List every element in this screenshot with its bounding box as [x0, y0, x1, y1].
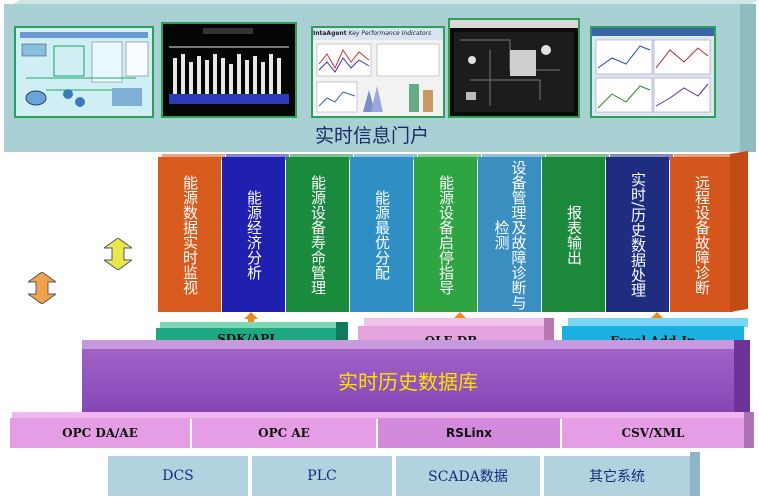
process-graphic: [450, 20, 578, 112]
screenshot-scada: [14, 26, 154, 118]
database-top-face: [82, 340, 744, 349]
csv-xml-block: CSV/XML: [562, 418, 744, 448]
ole-side-face: [544, 318, 554, 356]
database-side-face: [734, 340, 750, 414]
excel-top-face: [568, 318, 748, 327]
bars-graphic: [169, 28, 289, 104]
rslinx-block: RSLinx: [378, 418, 560, 448]
module-row-side: [730, 150, 748, 312]
screenshot-bars: [161, 22, 297, 118]
dcs-block: DCS: [108, 456, 248, 496]
kpi-brand: IntaAgent: [313, 30, 347, 37]
driver-top-face: [12, 412, 744, 419]
kpi-graphic: [316, 43, 440, 113]
double-arrow-icon: [28, 272, 56, 304]
module-block: 能源最优分配: [350, 157, 413, 312]
module-block: 实时/历史数据处理: [606, 157, 669, 312]
opc-ae-block: OPC AE: [192, 418, 376, 448]
opc-da-ae-block: OPC DA/AE: [10, 418, 190, 448]
up-arrow-icon: [244, 312, 258, 324]
other-systems-block: 其它系统: [544, 456, 690, 496]
portal-side-face: [740, 4, 756, 152]
screenshot-trends: [590, 26, 716, 118]
scada-graphic: [20, 32, 149, 107]
module-block: 远程设备故障诊断: [670, 157, 733, 312]
systems-side-face: [690, 452, 700, 496]
sdk-top-face: [160, 322, 340, 329]
module-block: 能源数据实时监视: [158, 157, 221, 312]
scada-block: SCADA数据: [396, 456, 540, 496]
module-block: 能源设备启停指导: [414, 157, 477, 312]
database-title: 实时历史数据库: [338, 369, 478, 394]
portal-title: 实时信息门户: [314, 124, 429, 147]
module-block: 设备管理及故障诊断与检测: [478, 157, 541, 312]
module-block: 能源设备寿命管理: [286, 157, 349, 312]
screenshot-kpi: IntaAgent Key Performance Indicators: [311, 26, 445, 118]
screenshot-process: [448, 18, 580, 118]
module-block: 能源经济分析: [222, 157, 285, 312]
double-arrow-icon: [104, 238, 132, 270]
ole-top-face: [364, 318, 550, 327]
driver-side-face: [744, 412, 754, 448]
plc-block: PLC: [252, 456, 392, 496]
kpi-title: Key Performance Indicators: [348, 30, 432, 37]
module-block: 报表输出: [542, 157, 605, 312]
database-block: [82, 349, 734, 414]
trends-graphic: [592, 28, 714, 113]
